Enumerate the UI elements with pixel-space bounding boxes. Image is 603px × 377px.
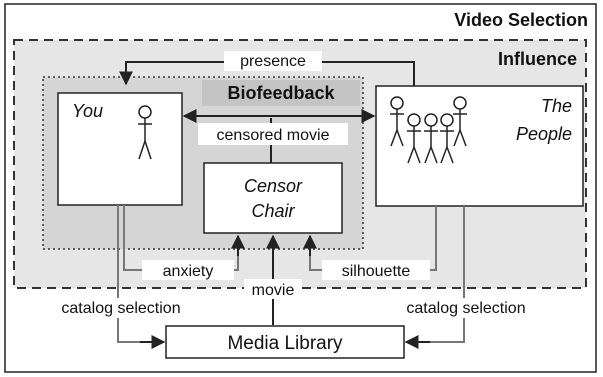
catalog-selection-left-label-bg [40, 298, 202, 318]
silhouette-label: silhouette [342, 263, 411, 280]
censor-chair-node [203, 162, 343, 234]
presence-label: presence [240, 53, 306, 70]
people-label-line2: People [516, 124, 572, 144]
people-label-line1: The [541, 96, 572, 116]
you-label: You [72, 101, 103, 121]
anxiety-label: anxiety [163, 263, 214, 280]
media-library-node [165, 325, 405, 359]
censor-chair-label-line2: Chair [251, 201, 295, 221]
catalog-selection-right-label-bg [384, 298, 548, 318]
movie-label-bg [244, 279, 302, 299]
censor-chair-label-line1: Censor [244, 176, 303, 196]
media-library-label: Media Library [227, 333, 343, 354]
biofeedback-label: Biofeedback [227, 83, 335, 103]
group-icon [390, 96, 467, 164]
catalog-selection-right-label: catalog selection [406, 300, 525, 317]
biofeedback-label-bg [202, 80, 360, 106]
censored-movie-label-bg [198, 123, 348, 145]
video-selection-title: Video Selection [454, 10, 588, 30]
silhouette-label-bg [322, 260, 430, 280]
presence-label-bg [224, 51, 322, 71]
censored-movie-label: censored movie [217, 127, 330, 144]
catalog-selection-left-label: catalog selection [61, 300, 180, 317]
people-node [375, 85, 584, 207]
influence-label: Influence [498, 49, 577, 69]
you-node [57, 92, 183, 206]
anxiety-label-bg [142, 260, 234, 280]
person-icon [138, 105, 152, 160]
movie-label: movie [252, 282, 295, 299]
